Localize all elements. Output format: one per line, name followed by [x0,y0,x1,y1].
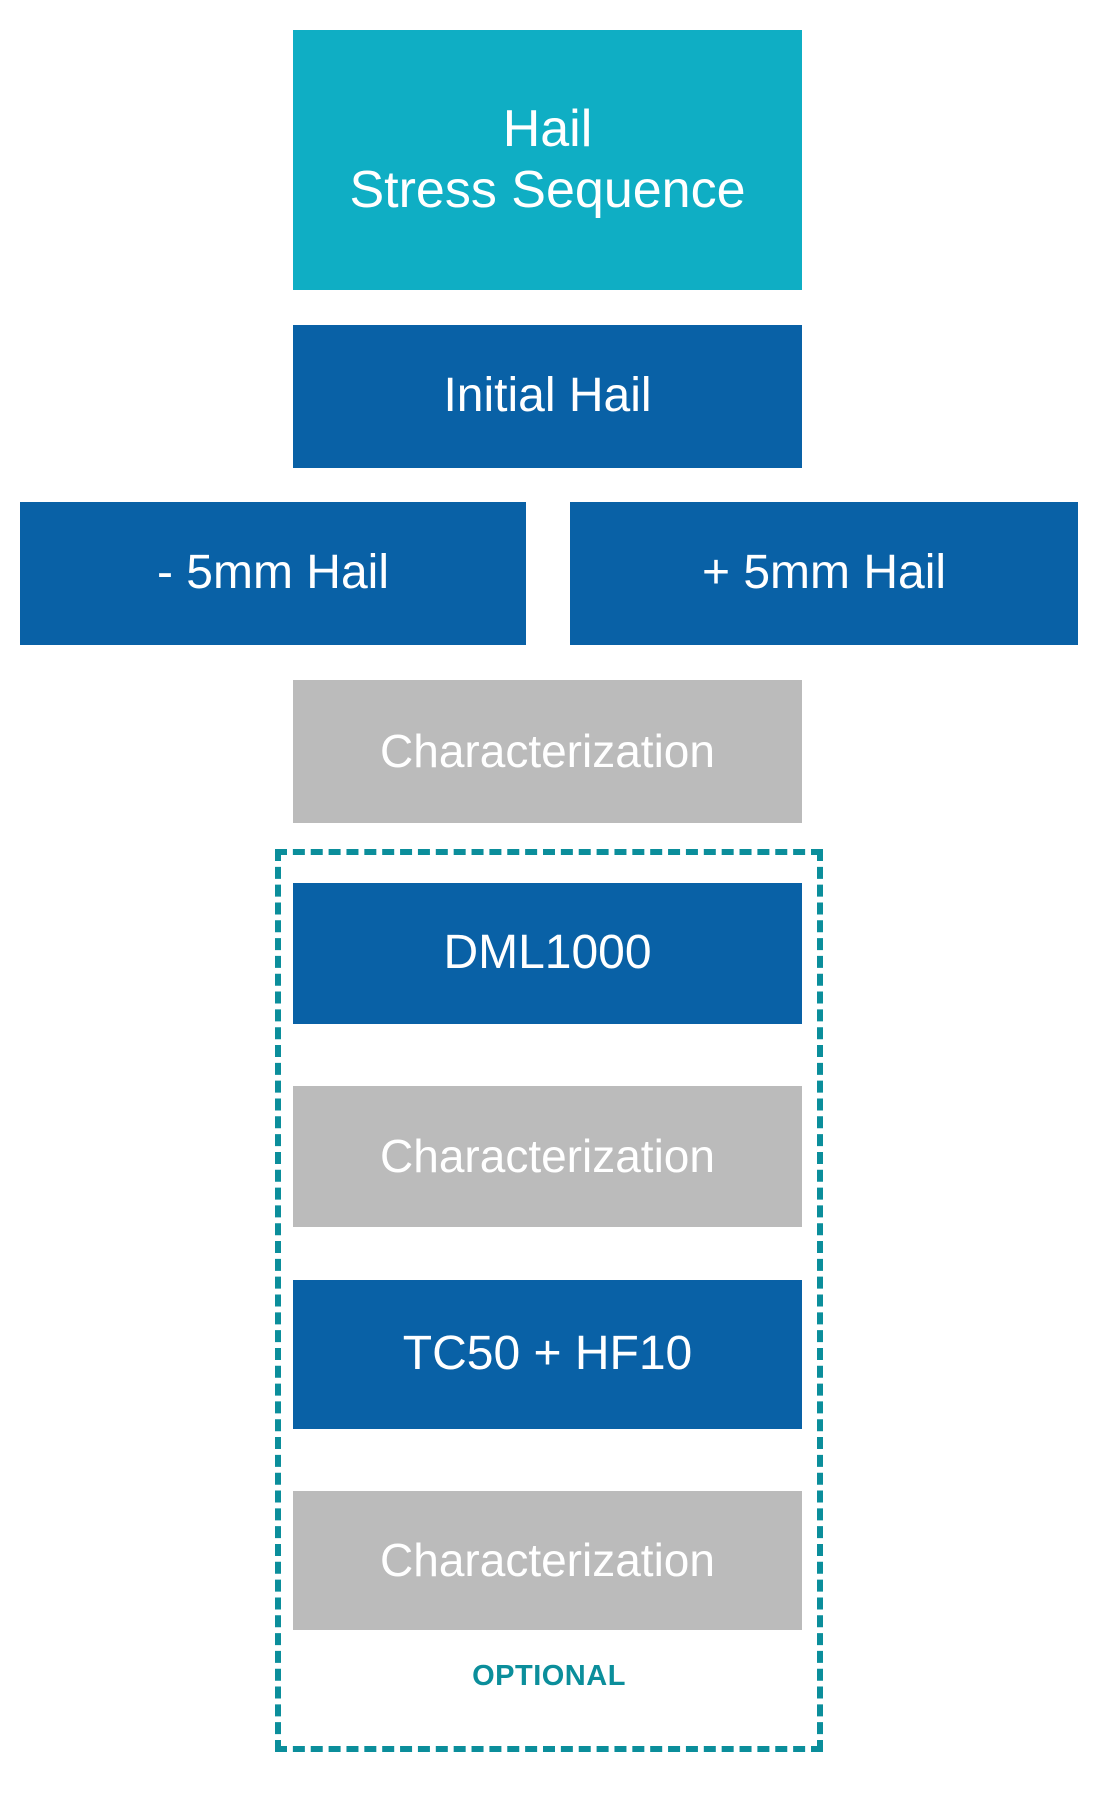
optional-group-label: OPTIONAL [472,1660,626,1692]
node-initial-hail-label: Initial Hail [443,369,652,423]
node-characterization-1: Characterization [293,680,802,823]
header-hail-stress-sequence: Hail Stress Sequence [293,30,802,290]
node-characterization-2: Characterization [293,1086,802,1227]
node-characterization-1-label: Characterization [380,725,715,778]
node-minus-5mm-hail-label: - 5mm Hail [156,546,389,600]
node-tc50-hf10-label: TC50 + HF10 [402,1327,693,1381]
node-dml1000-label: DML1000 [443,926,652,980]
node-characterization-2-label: Characterization [380,1130,715,1183]
node-initial-hail: Initial Hail [293,325,802,468]
node-dml1000: DML1000 [293,883,802,1024]
header-line-1: Hail [502,99,593,158]
optional-group-outline [275,849,823,1752]
node-characterization-3: Characterization [293,1491,802,1630]
header-line-2: Stress Sequence [349,161,746,219]
node-tc50-hf10: TC50 + HF10 [293,1280,802,1429]
node-plus-5mm-hail-label: + 5mm Hail [701,546,947,600]
node-minus-5mm-hail: - 5mm Hail [20,502,526,645]
node-plus-5mm-hail: + 5mm Hail [570,502,1078,645]
node-characterization-3-label: Characterization [380,1534,715,1587]
